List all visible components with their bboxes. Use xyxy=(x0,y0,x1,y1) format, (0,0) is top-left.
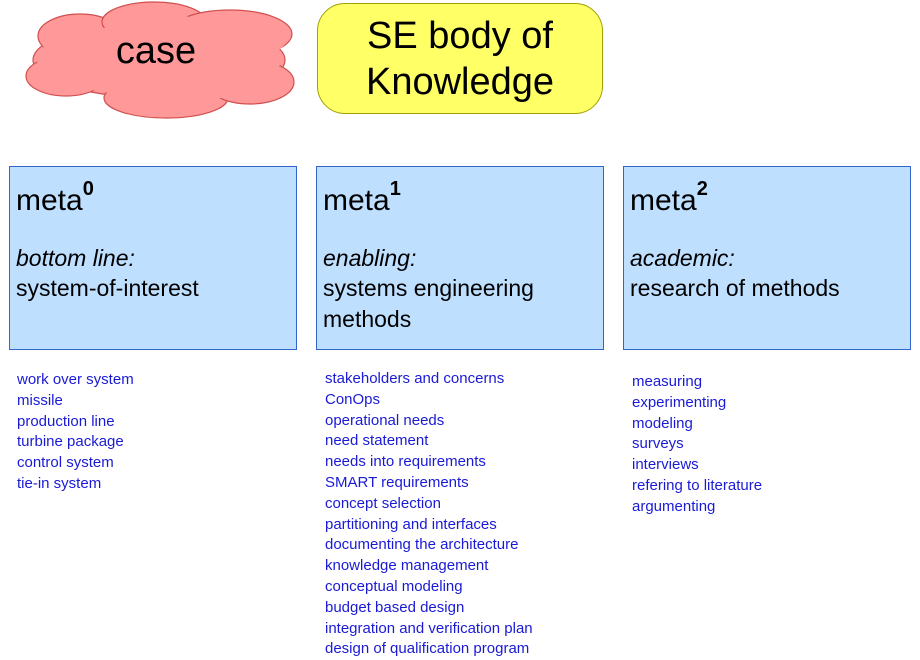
meta1-superscript: 1 xyxy=(389,178,401,200)
meta0-list-item: tie-in system xyxy=(17,474,102,492)
meta2-list-item: modeling xyxy=(632,414,693,432)
meta0-title: meta0 xyxy=(16,178,94,217)
meta1-list-item: knowledge management xyxy=(325,557,489,575)
meta1-list-item: need statement xyxy=(325,432,429,450)
meta1-list-item: ConOps xyxy=(325,390,381,408)
meta0-desc-line1: system-of-interest xyxy=(16,275,199,301)
meta1-list-item: partitioning and interfaces xyxy=(325,515,497,533)
meta1-kind: enabling: xyxy=(323,245,417,271)
meta0-list-item: turbine package xyxy=(17,433,124,451)
meta1-desc-line2: methods xyxy=(323,306,412,332)
meta0-list-item: production line xyxy=(17,412,115,430)
meta0-box: meta0 bottom line: system-of-interest xyxy=(9,166,297,350)
meta1-list-item: design of qualification program xyxy=(325,640,530,658)
meta0-list-item: missile xyxy=(17,391,63,409)
bok-label-line1: SE body of xyxy=(367,14,553,57)
meta1-list-item: operational needs xyxy=(325,411,445,429)
meta2-list-item: refering to literature xyxy=(632,476,763,494)
meta0-list-item: control system xyxy=(17,454,114,472)
meta1-desc-line1: systems engineering xyxy=(323,275,534,301)
meta2-desc-line1: research of methods xyxy=(630,275,840,301)
meta2-superscript: 2 xyxy=(696,178,708,200)
meta1-list-item: stakeholders and concerns xyxy=(325,370,505,387)
case-label: case xyxy=(115,30,197,72)
meta0-item-list: work over system missile production line tu… xyxy=(17,370,134,495)
meta2-kind: academic: xyxy=(630,245,735,271)
bok-label-line2: Knowledge xyxy=(365,60,555,103)
meta2-list-item: surveys xyxy=(632,435,684,453)
meta1-title: meta1 xyxy=(323,178,401,217)
meta2-list-item: interviews xyxy=(632,456,699,474)
meta2-box: meta2 academic: research of methods xyxy=(623,166,911,350)
meta2-title: meta2 xyxy=(630,178,708,217)
meta1-list-item: documenting the architecture xyxy=(325,536,519,554)
se-body-of-knowledge-box: SE body of Knowledge xyxy=(317,3,603,114)
meta2-list-item: experimenting xyxy=(632,393,727,411)
case-cloud-shape xyxy=(25,1,295,119)
meta2-list-item: measuring xyxy=(632,373,703,390)
meta1-list-item: budget based design xyxy=(325,598,465,616)
meta1-list-item: conceptual modeling xyxy=(325,577,463,595)
meta1-list-item: integration and verification plan xyxy=(325,619,533,637)
meta1-box: meta1 enabling: systems engineering meth… xyxy=(316,166,604,350)
meta0-kind: bottom line: xyxy=(16,245,135,271)
meta1-list-item: SMART requirements xyxy=(325,473,469,491)
meta2-list-item: argumenting xyxy=(632,497,716,515)
meta1-list-item: concept selection xyxy=(325,494,441,512)
meta0-list-item: work over system xyxy=(17,371,134,388)
meta1-list-item: needs into requirements xyxy=(325,453,486,471)
meta2-item-list: measuring experimenting modeling surveys int… xyxy=(632,372,762,518)
meta0-superscript: 0 xyxy=(82,178,94,200)
